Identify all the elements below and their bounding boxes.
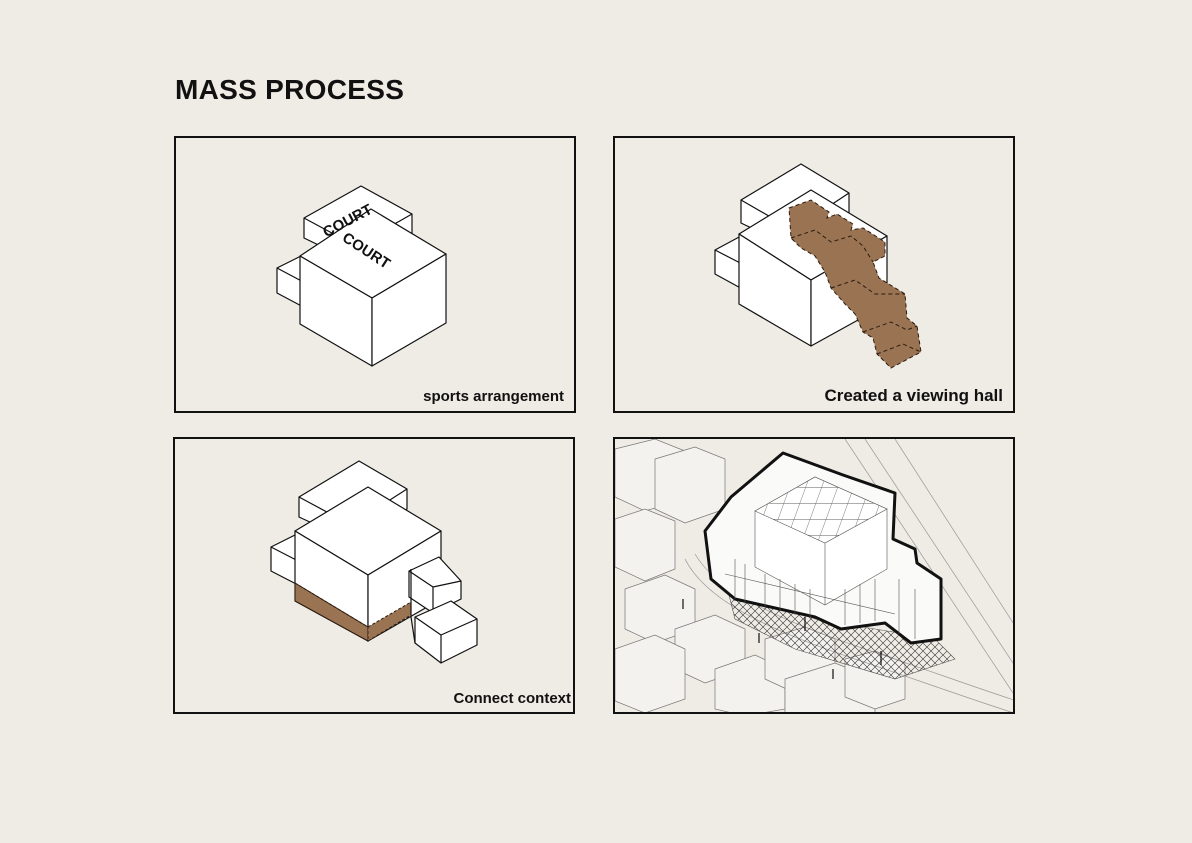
- page-title: MASS PROCESS: [175, 74, 405, 105]
- mass-diagram-3: [270, 460, 478, 664]
- caption-viewing-hall: Created a viewing hall: [824, 386, 1003, 405]
- mass-diagram-2: [714, 163, 922, 369]
- caption-sports-arrangement: sports arrangement: [423, 388, 564, 405]
- panel-connect-context: Connect context: [173, 437, 575, 714]
- panel-site-axonometric: [613, 437, 1015, 714]
- site-axonometric-drawing: [615, 439, 1013, 712]
- panel-viewing-hall: Created a viewing hall: [613, 136, 1015, 413]
- panel-sports-arrangement: COURT COURT sports arrangement: [174, 136, 576, 413]
- mass-diagram-1: COURT COURT: [276, 185, 447, 367]
- caption-connect-context: Connect context: [453, 690, 571, 707]
